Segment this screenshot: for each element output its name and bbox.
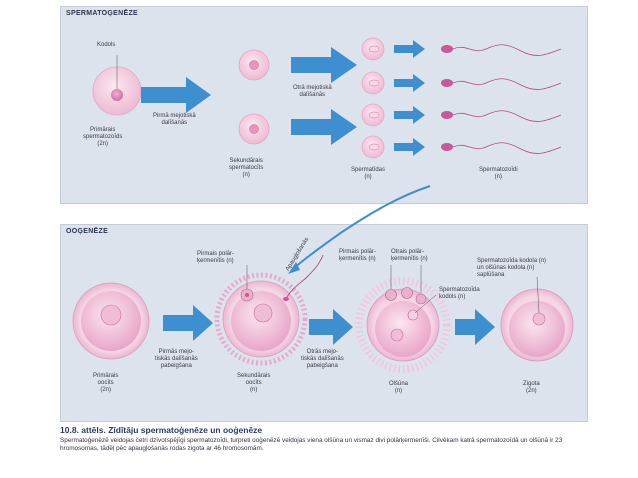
secondary-oocyte [214,272,308,366]
primary-spermatocyte-label: Primārais spermatozoīds (2n) [83,127,123,147]
oo-polar-body-2-label: Otrais polār- ķermenītis (n) [391,249,428,262]
spermatogenesis-title: SPERMATOĢENĒZE [66,10,139,17]
oo-second-division-label: Otrās mejo- tiskās dalīšanās pabeigšana [301,349,344,369]
caption-text: Spermatoģenēzē veidojas četri dzīvotspēj… [60,437,563,452]
oo-fertilization-arrow [455,309,495,345]
oogenesis-panel: OOĢENĒZE [60,224,588,422]
zygote-label: Zigota (2n) [523,381,540,394]
ovum [355,277,451,373]
oo-polar-body-1b-label: Pirmais polār- ķermenītis (n) [339,249,377,262]
sperm-nucleus-label: Spermatozoīda kodols (n) [439,287,480,300]
second-division-arrow-bottom [291,109,357,145]
oo-second-division-arrow [309,309,353,345]
sperm-to-oocyte-arrow [293,185,431,269]
secondary-oocyte-label: Sekundārais oocīts (n) [237,373,271,393]
secondary-spermatocyte-top [238,49,270,81]
oo-leader-lines [246,265,540,314]
secondary-spermatocyte-label: Sekundārais spermatocīts (n) [229,158,264,178]
primary-spermatocyte [92,55,142,116]
second-division-arrow-top [291,47,357,83]
oo-first-division-arrow [163,305,213,341]
fertilizing-sperm-head [283,297,289,301]
oogenesis-illustration [72,254,574,373]
spermatids [361,37,385,159]
spermatids-label: Spermatīdas (n) [351,167,386,180]
sperm-to-oocyte-arrowhead [288,262,300,274]
oo-first-division-label: Pirmās mejo- tiskās dalīšanās pabeigšana [155,349,198,369]
primary-oocyte [72,282,150,360]
maturation-arrows [394,40,425,156]
zygote-fusion-label: Spermatozoīda kodola (n) un olšūnas kodo… [477,258,547,278]
caption-title: 10.8. attēls. Zīdītāju spermatoģenēze un… [60,425,263,435]
secondary-spermatocyte-bottom [238,113,270,145]
primary-oocyte-label: Primārais oocīts (2n) [93,373,119,393]
spermatogenesis-panel: SPERMATOĢENĒZE [60,6,588,204]
second-division-label: Otrā mejotiskā dalīšanās [293,85,332,98]
zygote [500,288,574,362]
oogenesis-title: OOĢENĒZE [66,228,109,235]
spermatogenesis-illustration [92,37,562,159]
oo-polar-body-1-label: Pirmais polār- ķermenītis (n) [197,251,235,264]
fertilizing-sperm [286,254,324,298]
spermatozoa [441,44,562,154]
ovum-label: Olšūna (n) [389,381,409,394]
spermatozoa-label: Spermatozoīdi (n) [479,167,518,180]
nucleus-label: Kodols [97,42,116,48]
first-division-arrow [141,77,211,113]
first-division-label: Pirmā mejotiskā dalīšanās [153,113,196,126]
